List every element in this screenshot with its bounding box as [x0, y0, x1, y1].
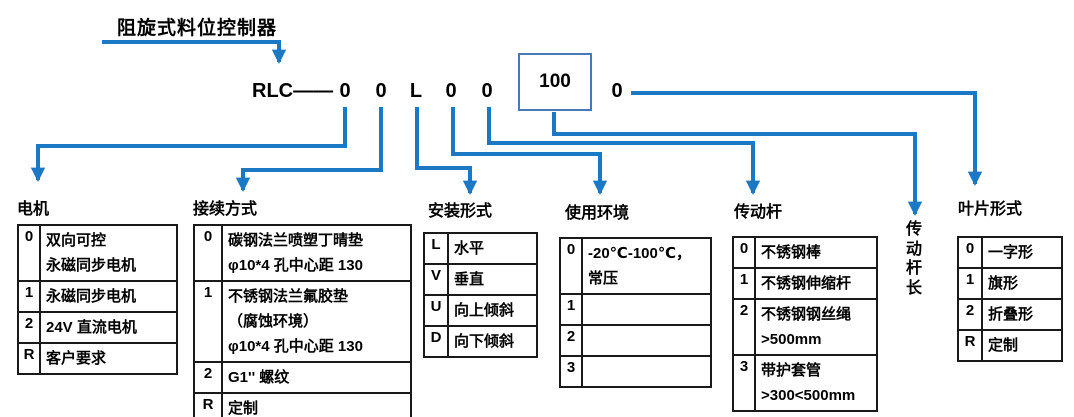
arrow-to-environment — [451, 107, 608, 196]
rod-table-grid: 0 不锈钢棒 1 不锈钢伸缩杆 2 不锈钢钢丝绳 >500mm 3 — [732, 236, 878, 412]
table-row: L 水平 — [425, 234, 536, 263]
rod-table-title: 传动杆 — [734, 204, 783, 221]
table-row: 1 — [561, 293, 710, 324]
table-row: 1 旗形 — [959, 267, 1061, 298]
model-code-position-3: L — [409, 80, 423, 102]
model-code-position-1: 0 — [339, 80, 351, 102]
table-row: 0 一字形 — [959, 238, 1061, 267]
environment-table-title: 使用环境 — [565, 205, 630, 222]
title-arrow — [102, 40, 287, 65]
model-code-position-4: 0 — [445, 80, 457, 102]
model-code-suffix: 0 — [611, 80, 623, 102]
motor-table: 电机 0 双向可控 永磁同步电机 1 永磁同步电机 2 24V 直流电机 — [17, 195, 178, 375]
table-row: 2 折叠形 — [959, 298, 1061, 329]
rod-length-label: 传 动 杆 长 — [903, 220, 925, 298]
blade-table-grid: 0 一字形 1 旗形 2 折叠形 R 定制 — [957, 236, 1063, 362]
arrow-to-installation — [415, 107, 478, 196]
model-code-prefix: RLC—— — [252, 80, 334, 102]
table-row: 1 永磁同步电机 — [19, 280, 176, 311]
environment-table-grid: 0 -20℃-100℃， 常压 1 2 3 — [559, 237, 712, 388]
connection-table-grid: 0 碳钢法兰喷塑丁晴垫 φ10*4 孔中心距 130 1 不锈钢法兰氟胶垫 （腐… — [193, 224, 412, 417]
model-code-position-5: 0 — [481, 80, 493, 102]
table-row: 0 -20℃-100℃， 常压 — [561, 239, 710, 293]
table-row: 2 G1'' 螺纹 — [195, 361, 410, 392]
table-row: R 客户要求 — [19, 342, 176, 373]
table-row: U 向上倾斜 — [425, 294, 536, 325]
arrow-to-connection — [235, 107, 383, 193]
table-row: R 定制 — [195, 392, 410, 417]
table-row: 0 双向可控 永磁同步电机 — [19, 226, 176, 280]
table-row: 1 不锈钢法兰氟胶垫 （腐蚀环境） φ10*4 孔中心距 130 — [195, 280, 410, 361]
motor-table-grid: 0 双向可控 永磁同步电机 1 永磁同步电机 2 24V 直流电机 R — [17, 224, 178, 375]
model-code-position-2: 0 — [375, 80, 387, 102]
environment-table: 使用环境 0 -20℃-100℃， 常压 1 2 — [559, 199, 712, 388]
table-row: 3 — [561, 355, 710, 386]
table-row: 3 带护套管 >300<500mm — [734, 354, 876, 410]
arrow-to-motor — [30, 107, 347, 183]
rod-length-char: 杆 — [905, 260, 922, 277]
installation-table: 安装形式 L 水平 V 垂直 U 向上倾斜 D — [423, 197, 538, 358]
installation-table-title: 安装形式 — [428, 203, 493, 220]
motor-table-title: 电机 — [17, 201, 50, 218]
connection-table: 接续方式 0 碳钢法兰喷塑丁晴垫 φ10*4 孔中心距 130 1 不锈钢法兰氟… — [193, 195, 412, 417]
rod-length-char: 动 — [905, 240, 922, 258]
arrow-to-blade — [631, 91, 983, 187]
table-row: 2 24V 直流电机 — [19, 311, 176, 342]
table-row: 1 不锈钢伸缩杆 — [734, 267, 876, 298]
blade-table: 叶片形式 0 一字形 1 旗形 2 折叠形 R — [957, 195, 1063, 362]
table-row: 2 不锈钢钢丝绳 >500mm — [734, 298, 876, 354]
table-row: R 定制 — [959, 329, 1061, 360]
installation-table-grid: L 水平 V 垂直 U 向上倾斜 D 向下倾斜 — [423, 232, 538, 358]
connection-table-title: 接续方式 — [193, 201, 258, 218]
page-title: 阻旋式料位控制器 — [117, 18, 278, 39]
table-row: D 向下倾斜 — [425, 325, 536, 356]
table-row: 2 — [561, 324, 710, 355]
table-row: V 垂直 — [425, 263, 536, 294]
rod-table: 传动杆 0 不锈钢棒 1 不锈钢伸缩杆 2 不锈钢钢丝绳 >500mm — [732, 198, 878, 412]
arrow-to-rod-length — [552, 112, 923, 217]
rod-length-char: 长 — [905, 279, 922, 297]
rod-length-char: 传 — [905, 221, 922, 238]
arrow-to-rod — [487, 107, 761, 196]
table-row: 0 碳钢法兰喷塑丁晴垫 φ10*4 孔中心距 130 — [195, 226, 410, 280]
model-code-boxed-value: 100 — [518, 53, 592, 111]
table-row: 0 不锈钢棒 — [734, 238, 876, 267]
blade-table-title: 叶片形式 — [958, 201, 1023, 218]
